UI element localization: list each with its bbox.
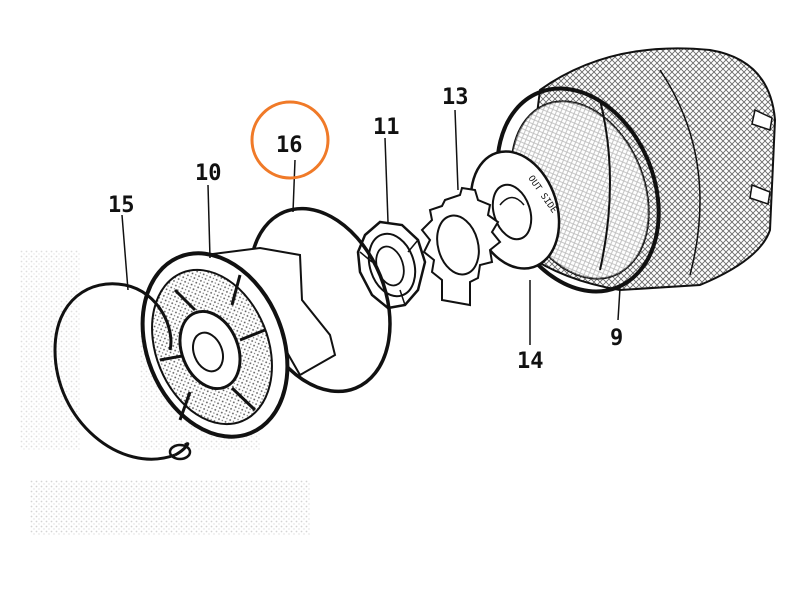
label-part-10: 10 [195,161,222,186]
snap-ring-part-15 [53,282,192,461]
label-part-14: 14 [517,349,544,374]
case-part-10 [140,246,337,439]
leader-lines [121,109,621,345]
part-labels: 15 10 16 11 13 14 9 [108,85,623,374]
filter-element-part-9 [495,47,777,294]
label-part-16: 16 [276,133,303,158]
label-part-9: 9 [610,326,623,351]
label-part-11: 11 [373,115,400,140]
highlight-circle [250,100,330,180]
lock-plate-part-13 [420,186,502,307]
nut-part-11 [356,220,427,310]
label-part-15: 15 [108,193,135,218]
label-part-13: 13 [442,85,469,110]
